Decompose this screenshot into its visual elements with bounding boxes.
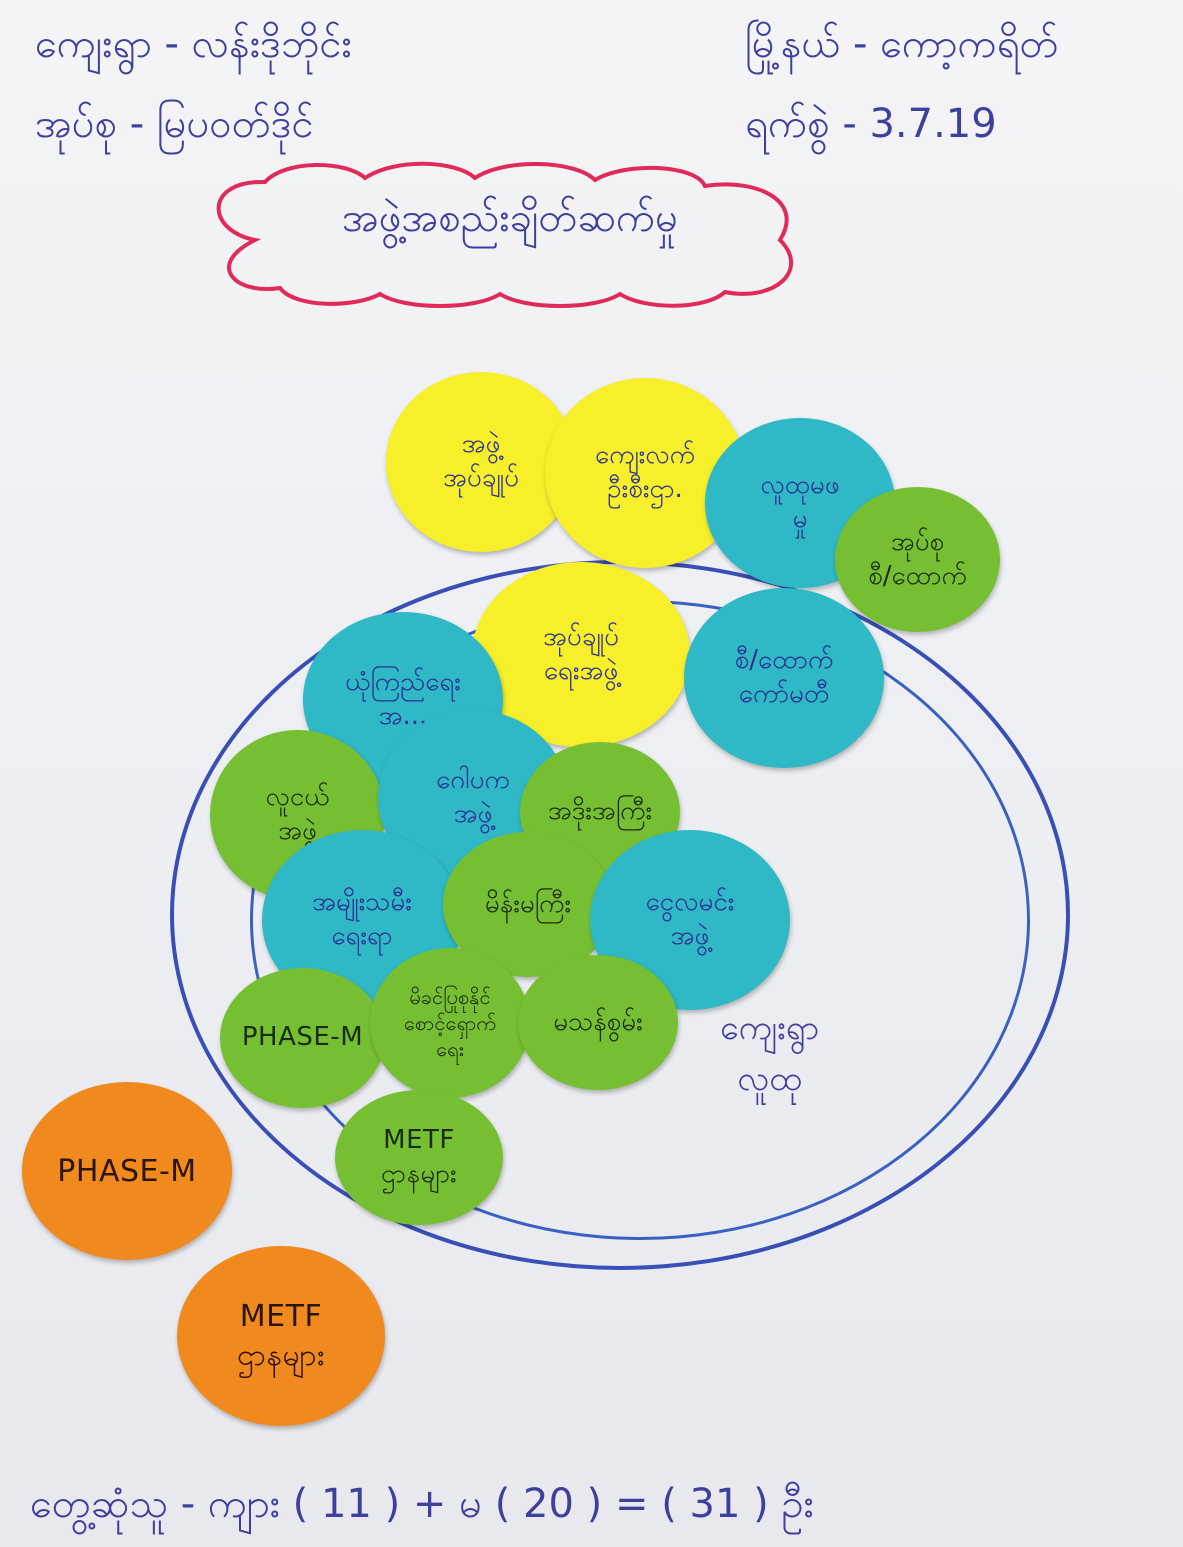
header-group: အုပ်စု - မြပဝတ်ဒိုင်: [35, 101, 314, 147]
note-n1: အဖွဲ့ အုပ်ချုပ်: [386, 372, 576, 552]
header-village: ကျေးရွာ - လန်းဒိုဘိုင်း: [35, 21, 352, 67]
title-cloud-outline: [216, 161, 794, 308]
note-n16: မသန်စွမ်း: [518, 955, 678, 1090]
footer-attendance: တွေ့ဆုံသူ - ကျား ( 11 ) + မ ( 20 ) = ( 3…: [30, 1481, 814, 1527]
note-n15: မိခင်ပြုစုနိုင် စောင့်ရှောက် ရေး: [370, 948, 530, 1098]
note-n14: PHASE-M: [220, 968, 385, 1108]
note-n4: အုပ်စု စီ/ထောက်: [835, 487, 1000, 632]
header-township: မြို့နယ် - ကော့ကရိတ်: [745, 21, 1059, 67]
circle-label: ကျေးရွာ လူထု: [720, 1008, 820, 1099]
header-date: ရက်စွဲ - 3.7.19: [745, 101, 997, 147]
note-n6: စီ/ထောက် ကော်မတီ: [684, 588, 884, 768]
note-n17: METF ဌာနများ: [335, 1090, 503, 1225]
poster-title: အဖွဲ့အစည်းချိတ်ဆက်မှု: [341, 195, 679, 241]
note-n18: PHASE-M: [22, 1082, 232, 1260]
note-n19: METF ဌာနများ: [177, 1246, 385, 1426]
